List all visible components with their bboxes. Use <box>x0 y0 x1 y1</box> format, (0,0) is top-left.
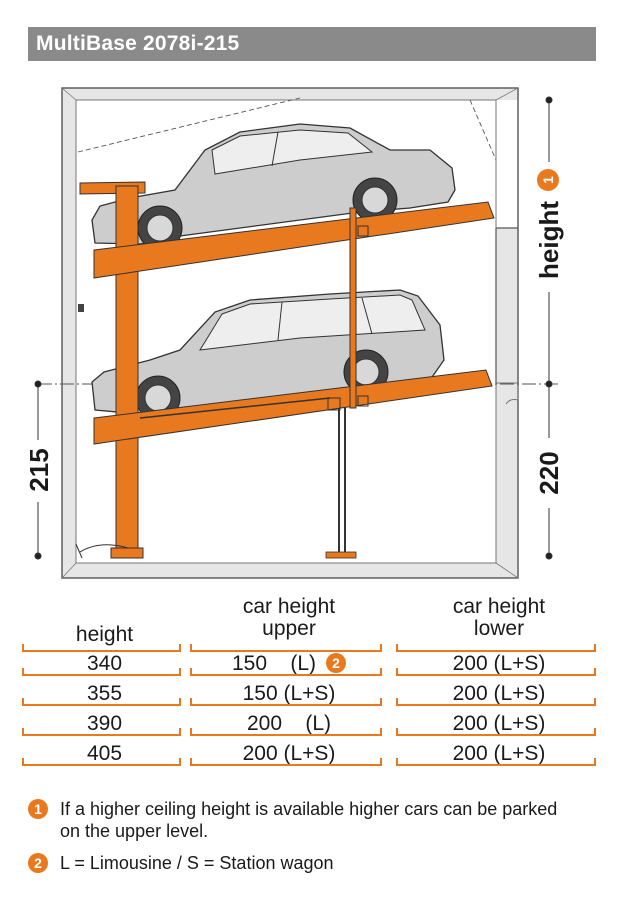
floor-details <box>75 543 129 559</box>
table-cell-height: 390 <box>86 712 123 735</box>
wall-bracket <box>78 304 84 312</box>
table-separator <box>396 696 596 706</box>
footnote-marker: 1 <box>28 799 48 819</box>
header-upper: car height upper <box>242 595 336 640</box>
table-cell-lower: 200 (L+S) <box>452 682 546 705</box>
footnote-2: 2 L = Limousine / S = Station wagon <box>28 852 580 874</box>
footnote-text: L = Limousine / S = Station wagon <box>60 853 334 873</box>
table-separator <box>190 726 382 736</box>
table-separator <box>396 756 596 766</box>
height-marker-badge: 1 <box>537 169 559 191</box>
table-separator <box>190 666 382 676</box>
table-separator <box>396 726 596 736</box>
dimension-right-label: 220 <box>534 451 564 494</box>
table-separator <box>396 666 596 676</box>
hydraulic-cylinder <box>325 398 357 559</box>
table-cell-height: 340 <box>86 652 123 675</box>
footnote-marker: 2 <box>326 653 347 673</box>
footnote-1: 1 If a higher ceiling height is available… <box>28 798 580 842</box>
table-cell-height: 405 <box>86 742 123 765</box>
header-height: height <box>75 623 134 646</box>
table-separator <box>396 642 596 652</box>
table-separator <box>190 756 382 766</box>
height-dimension-label: height <box>534 201 564 279</box>
parking-system-diagram: 215 1 height 220 <box>24 87 564 579</box>
lift-steel-structure <box>79 181 495 559</box>
table-separator <box>22 726 181 736</box>
page-title: MultiBase 2078i-215 <box>36 32 240 55</box>
table-separator <box>190 696 382 706</box>
table-cell-lower: 200 (L+S) <box>452 712 546 735</box>
dimension-right <box>545 96 553 560</box>
footnote-marker: 2 <box>28 853 48 873</box>
table-separator <box>190 642 382 652</box>
platform-details <box>139 225 369 419</box>
table-separator <box>22 696 181 706</box>
table-cell-upper: 150 (L)2 <box>190 652 388 676</box>
table-cell-upper: 200 (L+S) <box>242 742 336 765</box>
table-separator <box>22 666 181 676</box>
clearance-lines <box>77 97 497 161</box>
table-cell-height: 355 <box>86 682 123 705</box>
dimension-left-label: 215 <box>24 448 54 491</box>
table-separator <box>22 642 181 652</box>
table-cell-upper: 200 (L) <box>246 712 332 735</box>
header-lower: car height lower <box>452 595 546 640</box>
table-cell-lower: 200 (L+S) <box>452 652 546 675</box>
title-bar: MultiBase 2078i-215 <box>28 27 596 61</box>
table-cell-upper: 150 (L+S) <box>242 682 336 705</box>
table-separator <box>22 756 181 766</box>
svg-text:1: 1 <box>540 176 556 184</box>
footnote-text: If a higher ceiling height is available … <box>60 799 558 841</box>
upper-car-limousine <box>91 123 456 251</box>
table-cell-lower: 200 (L+S) <box>452 742 546 765</box>
dimension-left <box>34 380 42 560</box>
